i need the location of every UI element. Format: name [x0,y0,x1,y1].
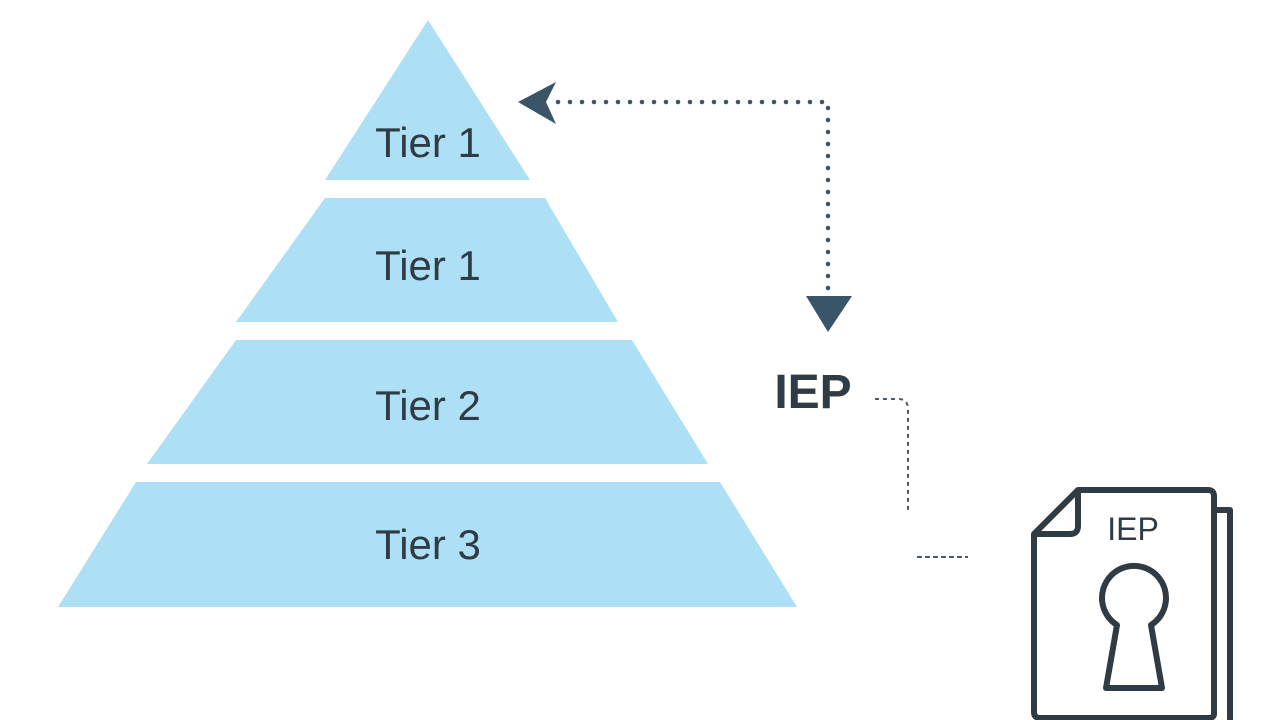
dotted-arrow-line [555,99,831,299]
pyramid-tier-1-top [325,20,530,180]
dashed-connector [875,398,968,558]
tier-label-second: Tier 1 [375,242,481,289]
pyramid-tier-1 [236,198,618,322]
document-folded-corner [1034,490,1081,537]
tier-label-top: Tier 1 [375,119,481,166]
document-back-sheet [1216,507,1233,720]
pyramid: Tier 1 Tier 1 Tier 2 Tier 3 [58,20,797,607]
document-sheet [1031,487,1217,720]
arrow-head-left-icon [518,82,556,124]
tier-label-third: Tier 2 [375,382,481,429]
dotted-arrow [518,82,852,332]
pyramid-tier-3 [58,482,797,607]
tier-label-bottom: Tier 3 [375,521,481,568]
locked-document-icon: IEP [1031,487,1233,720]
iep-label: IEP [774,366,851,419]
arrow-head-down-icon [806,296,852,332]
dashed-connector-upper [875,398,909,512]
keyhole-icon [1099,562,1169,691]
document-label: IEP [1107,511,1159,547]
pyramid-tier-2 [147,340,708,464]
